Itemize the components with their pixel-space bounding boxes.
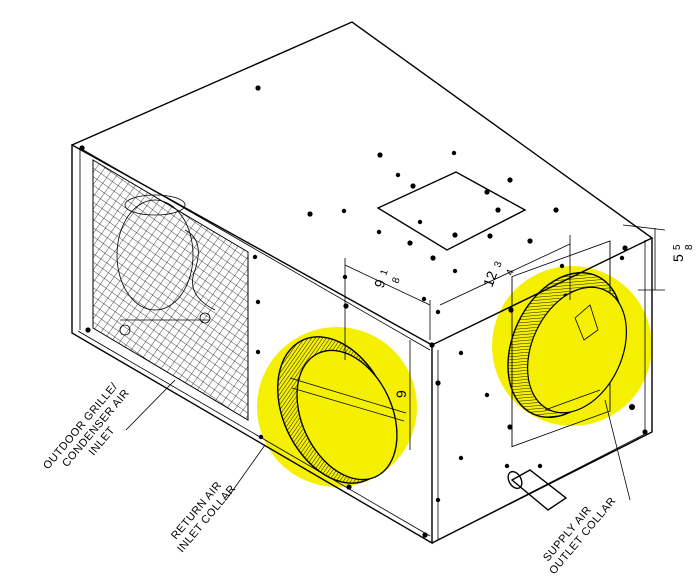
drain-fitting — [507, 469, 568, 511]
supply-air-collar — [507, 240, 628, 448]
condenser-grille — [92, 159, 249, 421]
dim-mid-whole: 12 — [480, 269, 500, 289]
dim-left-num: 1 — [378, 268, 390, 277]
cabinet — [70, 21, 654, 545]
dim-right-whole: 5 — [670, 254, 686, 262]
dim-right-den: 8 — [684, 244, 695, 250]
top-access-panel — [376, 171, 527, 251]
supply-air-label: SUPPLY AIR OUTLET COLLAR — [541, 495, 619, 577]
return-air-label: RETURN AIR INLET COLLAR — [169, 479, 238, 555]
dim-mid-num: 3 — [492, 260, 504, 269]
dim-right-num: 5 — [672, 244, 683, 250]
dim-right: 5 5 8 — [670, 244, 695, 262]
dim-left-den: 8 — [390, 276, 402, 285]
dim-mid-den: 4 — [504, 268, 516, 277]
dim-mid: 12 3 4 — [480, 260, 517, 289]
dimension-lines — [344, 224, 666, 450]
dim-left-whole: 9 — [371, 277, 389, 290]
outdoor-grille-label: OUTDOOR GRILLE/ CONDENSER AIR INLET — [41, 380, 132, 472]
return-air-collar — [277, 336, 407, 484]
dim-collar: 9 — [393, 390, 409, 398]
leader-lines — [125, 379, 631, 501]
dim-left: 9 1 8 — [371, 268, 403, 290]
